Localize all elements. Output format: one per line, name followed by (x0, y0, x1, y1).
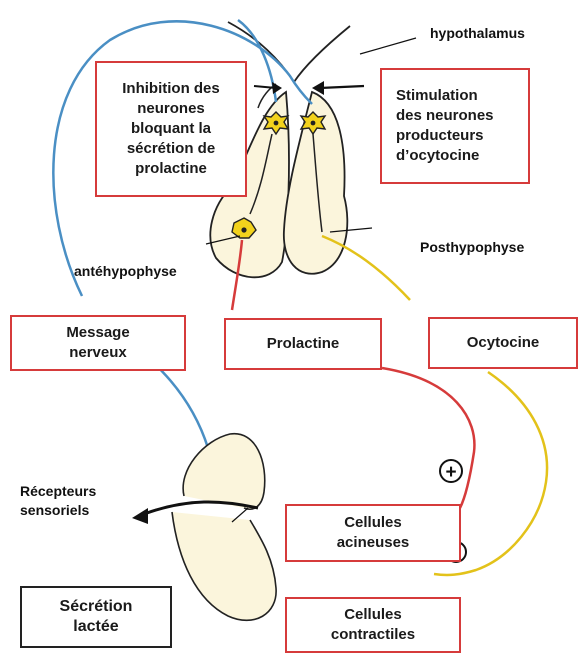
sensory-receptor-arrowhead (132, 508, 148, 524)
nerve-pathway-stimulation-branch (290, 76, 312, 104)
anterior-pituitary-label: antéhypophyse (74, 262, 177, 281)
inhibition-box: Inhibition des neurones bloquant la sécr… (95, 61, 247, 197)
svg-text:+: + (445, 462, 456, 483)
hypothalamus-label: hypothalamus (430, 24, 525, 43)
inhibition-arrowhead (272, 82, 282, 94)
acinar-cells-box: Cellules acineuses (285, 504, 461, 562)
sensory-receptors-label: Récepteurs sensoriels (20, 482, 96, 520)
oxytocin-box: Ocytocine (428, 317, 578, 369)
nerve-message-box: Message nerveux (10, 315, 186, 371)
prolactin-box: Prolactine (224, 318, 382, 370)
positive-effect-sign: + (440, 460, 462, 483)
stimulation-arrow (320, 86, 364, 88)
stimulation-box: Stimulation des neurones producteurs d’o… (380, 68, 530, 184)
prolactin-pathway (382, 368, 474, 508)
milk-secretion-box: Sécrétion lactée (20, 586, 172, 648)
hypothalamus-leader-line (360, 38, 416, 54)
posterior-pituitary-label: Posthypophyse (420, 238, 524, 257)
contractile-cells-box: Cellules contractiles (285, 597, 461, 653)
